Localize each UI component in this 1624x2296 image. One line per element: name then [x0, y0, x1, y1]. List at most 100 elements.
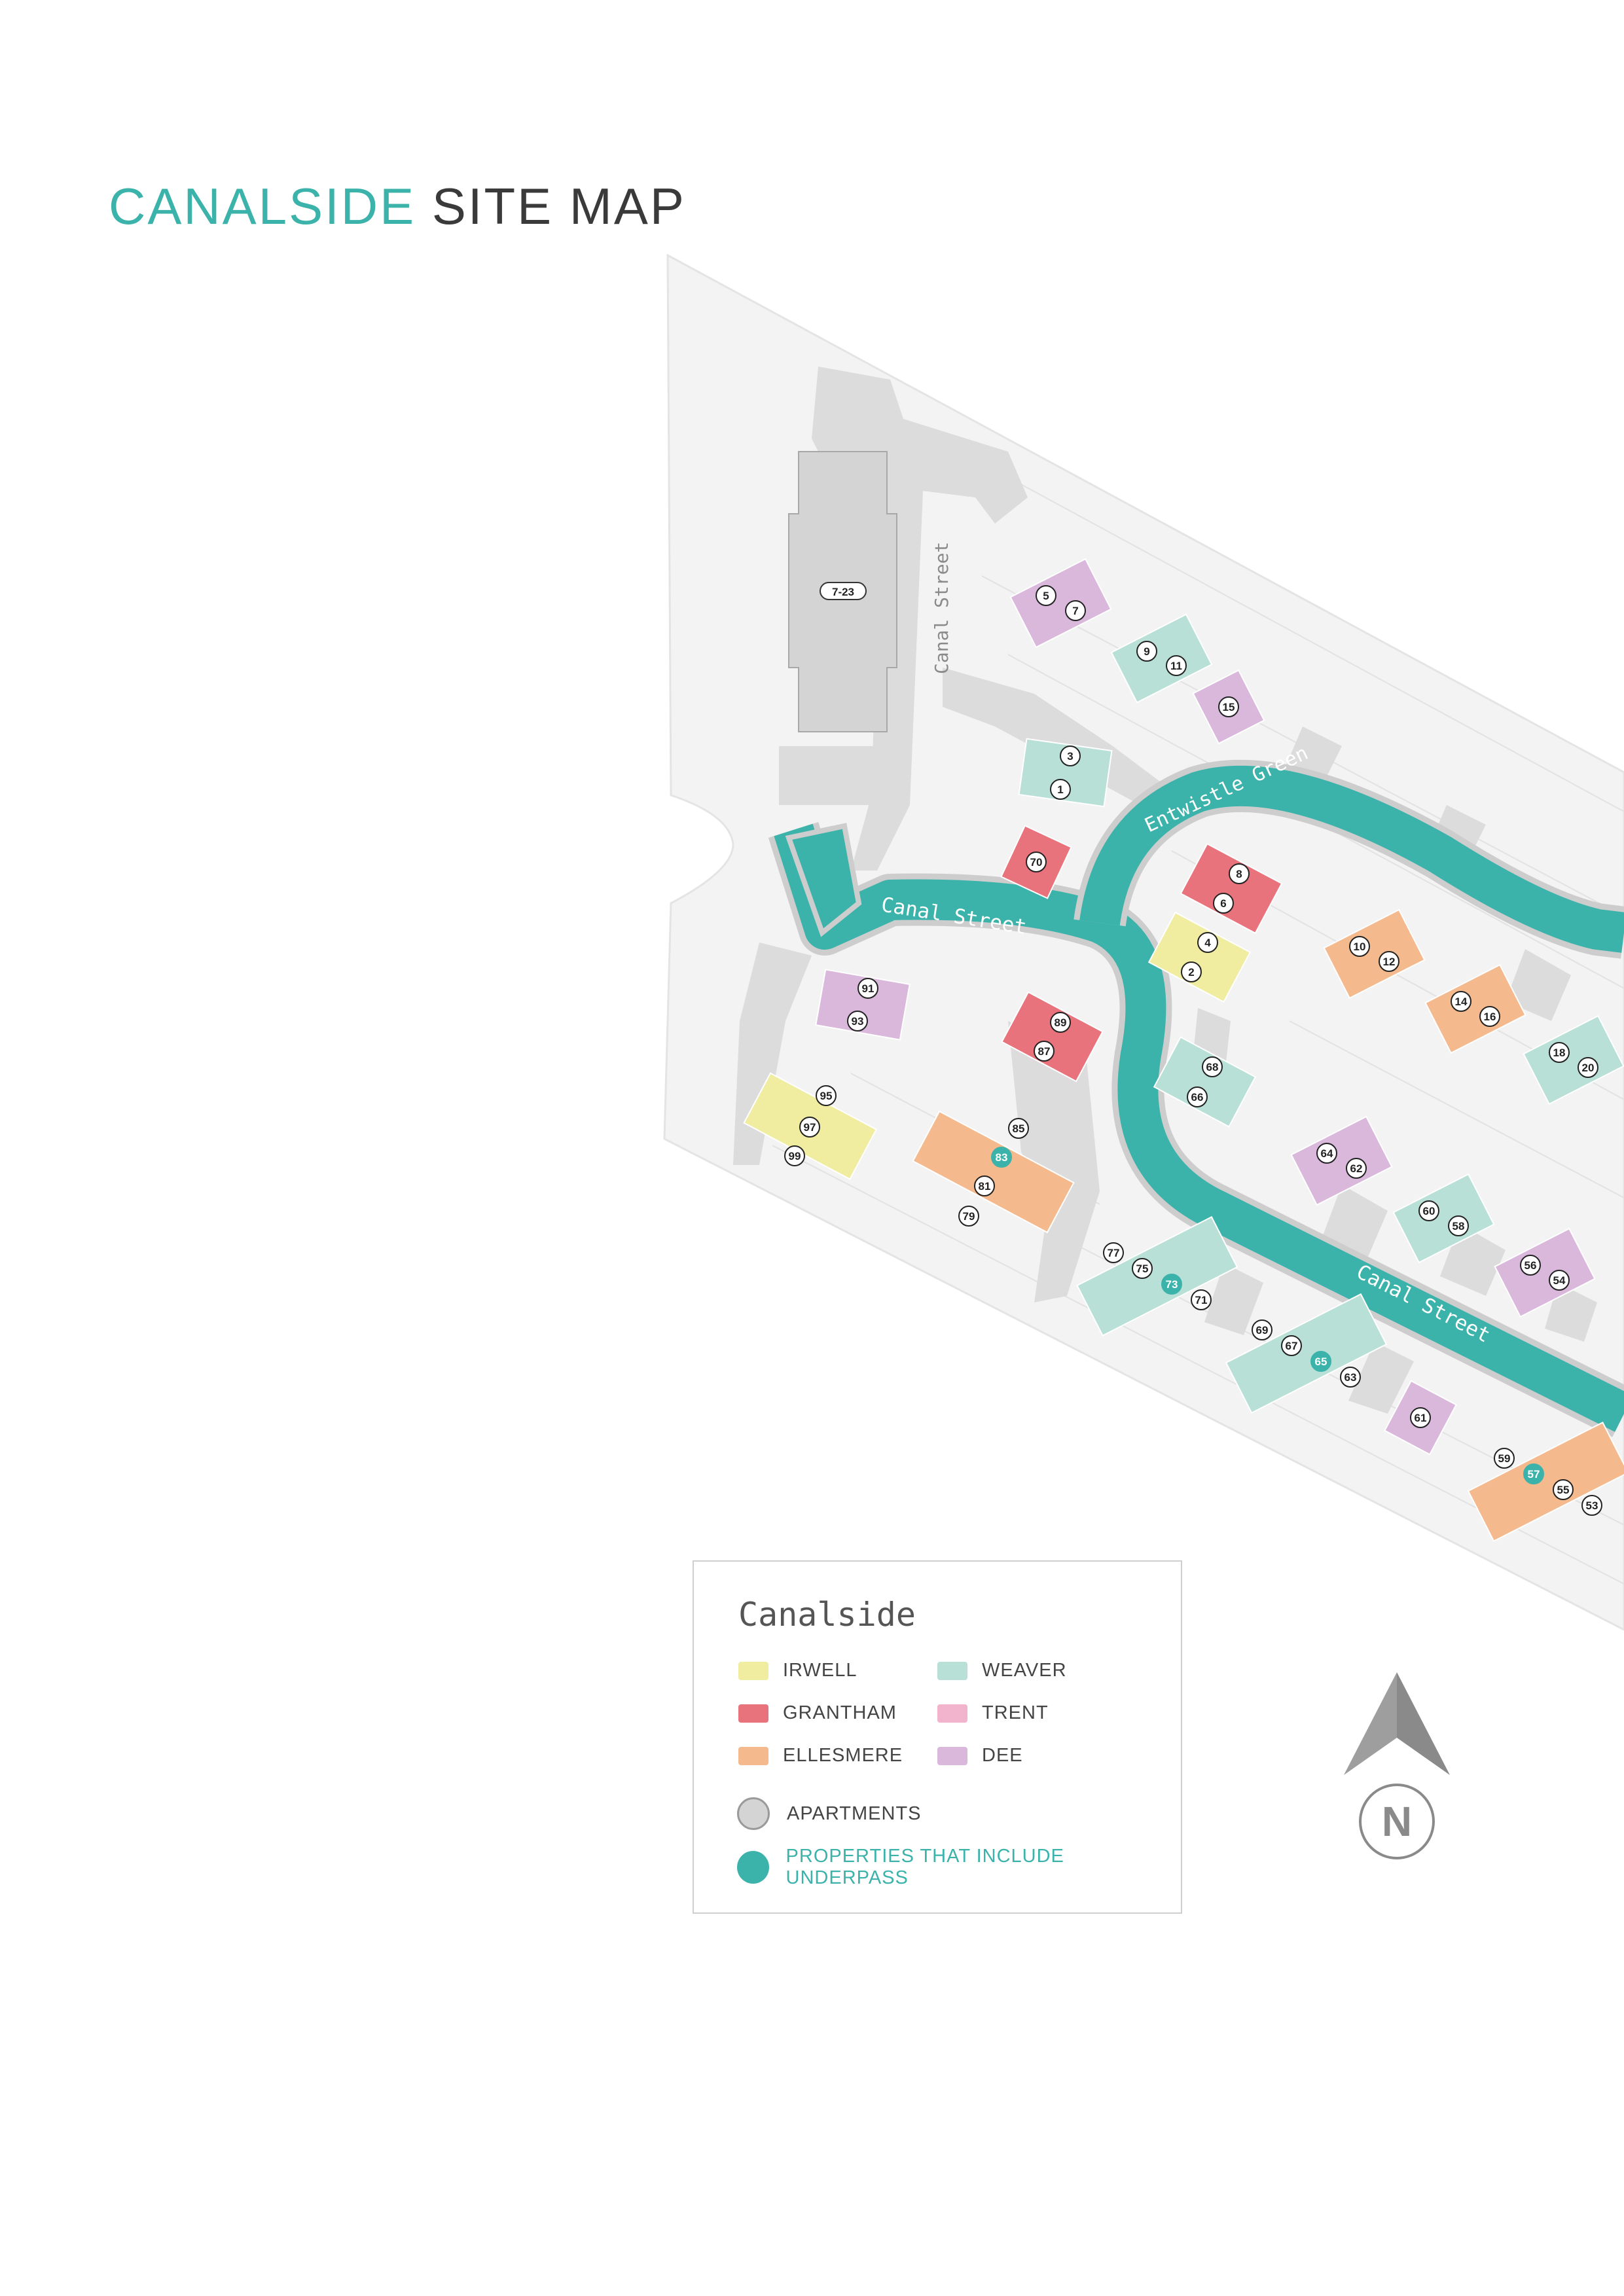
plot-marker[interactable]: [1213, 893, 1234, 914]
plot-marker[interactable]: [1034, 1041, 1055, 1062]
plot-number: 63: [1344, 1371, 1357, 1384]
legend-label-apartments: APARTMENTS: [787, 1803, 922, 1824]
plot-marker[interactable]: [1451, 991, 1471, 1012]
plot-block-weaver[interactable]: [1110, 613, 1213, 704]
plot-marker[interactable]: [1349, 936, 1370, 957]
plot-block-ellesmere[interactable]: [1323, 908, 1426, 999]
plot-number: 53: [1586, 1499, 1598, 1512]
plot-block-weaver[interactable]: [1392, 1173, 1495, 1264]
plot-number: 12: [1383, 956, 1396, 968]
plot-number: 4: [1204, 937, 1211, 949]
plot-marker[interactable]: [1026, 852, 1047, 872]
plot-block-ellesmere[interactable]: [912, 1110, 1075, 1234]
legend-label-ellesmere: ELLESMERE: [783, 1745, 903, 1766]
plot-marker[interactable]: [1166, 655, 1187, 676]
plot-number: 16: [1484, 1011, 1496, 1023]
plot-block-dee[interactable]: [815, 969, 911, 1041]
plot-marker[interactable]: [1103, 1242, 1124, 1263]
plot-number: 87: [1038, 1045, 1051, 1058]
plot-number: 69: [1256, 1324, 1269, 1336]
plot-marker[interactable]: [1346, 1158, 1367, 1179]
plot-block-dee[interactable]: [1009, 558, 1112, 649]
north-compass-circle: [1359, 1784, 1435, 1859]
plot-marker[interactable]: [847, 1011, 868, 1031]
plot-marker[interactable]: [1578, 1057, 1598, 1078]
plot-marker[interactable]: [1036, 585, 1056, 606]
plot-marker[interactable]: [1310, 1351, 1331, 1372]
plot-marker[interactable]: [1549, 1042, 1570, 1063]
plot-block-grantham[interactable]: [1180, 842, 1283, 935]
plot-number: 91: [862, 982, 875, 995]
plot-marker[interactable]: [1340, 1367, 1361, 1388]
plot-marker[interactable]: [1161, 1274, 1182, 1295]
plot-marker[interactable]: [1523, 1463, 1544, 1484]
plot-marker[interactable]: [1132, 1258, 1153, 1279]
plot-number: 54: [1553, 1274, 1566, 1287]
plot-marker[interactable]: [1191, 1289, 1212, 1310]
plot-marker[interactable]: [991, 1147, 1012, 1168]
plot-marker[interactable]: [1008, 1118, 1029, 1139]
plot-marker[interactable]: [1252, 1319, 1272, 1340]
plot-number: 83: [996, 1151, 1008, 1164]
page-title: CANALSIDE SITE MAP: [109, 177, 686, 236]
north-arrow-icon: [1397, 1672, 1450, 1775]
plot-block-ellesmere[interactable]: [1467, 1422, 1624, 1542]
page-title-rest: SITE MAP: [431, 177, 686, 235]
plot-block-weaver[interactable]: [1225, 1293, 1388, 1414]
plot-marker[interactable]: [1448, 1215, 1469, 1236]
legend-swatch-weaver: [937, 1661, 967, 1680]
main-roads: [768, 759, 1624, 1437]
plot-marker[interactable]: [1316, 1143, 1337, 1164]
plot-block-ellesmere[interactable]: [1424, 963, 1526, 1054]
plot-marker[interactable]: [1181, 961, 1202, 982]
plot-marker[interactable]: [1050, 1012, 1071, 1033]
plot-marker[interactable]: [1581, 1495, 1602, 1516]
plot-number: 93: [852, 1015, 864, 1028]
plot-number: 81: [979, 1180, 991, 1193]
plot-marker[interactable]: [1218, 696, 1239, 717]
plot-marker[interactable]: [857, 978, 878, 999]
plot-marker[interactable]: [1281, 1335, 1302, 1356]
plot-marker[interactable]: [1187, 1086, 1208, 1107]
plot-block-weaver[interactable]: [1076, 1216, 1238, 1336]
plot-number: 18: [1553, 1047, 1566, 1059]
plot-number: 60: [1423, 1205, 1435, 1217]
plot-block-grantham[interactable]: [1001, 991, 1104, 1083]
plot-block-weaver[interactable]: [1018, 738, 1113, 808]
plot-number: 5: [1043, 590, 1049, 602]
plot-marker[interactable]: [958, 1206, 979, 1227]
plot-marker[interactable]: [1050, 779, 1071, 800]
plot-marker[interactable]: [1520, 1255, 1541, 1276]
plot-marker[interactable]: [1197, 932, 1218, 953]
plot-marker[interactable]: [1136, 641, 1157, 662]
plot-marker[interactable]: [1060, 745, 1081, 766]
plot-number: 56: [1525, 1259, 1537, 1272]
plot-marker[interactable]: [1553, 1479, 1574, 1500]
plot-number: 85: [1013, 1122, 1025, 1135]
legend-title: Canalside: [738, 1596, 916, 1634]
plot-marker[interactable]: [974, 1175, 995, 1196]
plot-number: 8: [1236, 868, 1242, 880]
legend-swatch-trent: [937, 1704, 967, 1723]
plot-marker[interactable]: [1479, 1006, 1500, 1027]
plot-marker[interactable]: [1229, 863, 1250, 884]
plot-marker[interactable]: [799, 1117, 820, 1138]
plot-number: 57: [1528, 1468, 1540, 1480]
plot-marker[interactable]: [1494, 1448, 1515, 1469]
plot-block-dee[interactable]: [1494, 1227, 1596, 1318]
plot-block-weaver[interactable]: [1153, 1036, 1257, 1128]
plot-marker[interactable]: [1065, 600, 1086, 621]
plot-block-weaver[interactable]: [1523, 1014, 1624, 1105]
plot-marker[interactable]: [1202, 1056, 1223, 1077]
apartments-number: 7-23: [832, 586, 854, 598]
plot-marker[interactable]: [1379, 951, 1399, 972]
plot-marker[interactable]: [1418, 1200, 1439, 1221]
plot-block-dee[interactable]: [1290, 1115, 1393, 1206]
plot-marker[interactable]: [1410, 1407, 1431, 1428]
plot-number: 9: [1144, 645, 1149, 658]
plot-marker[interactable]: [1549, 1270, 1570, 1291]
plot-marker[interactable]: [784, 1145, 805, 1166]
plot-block-irwell[interactable]: [1147, 911, 1252, 1003]
plot-marker[interactable]: [816, 1085, 837, 1106]
